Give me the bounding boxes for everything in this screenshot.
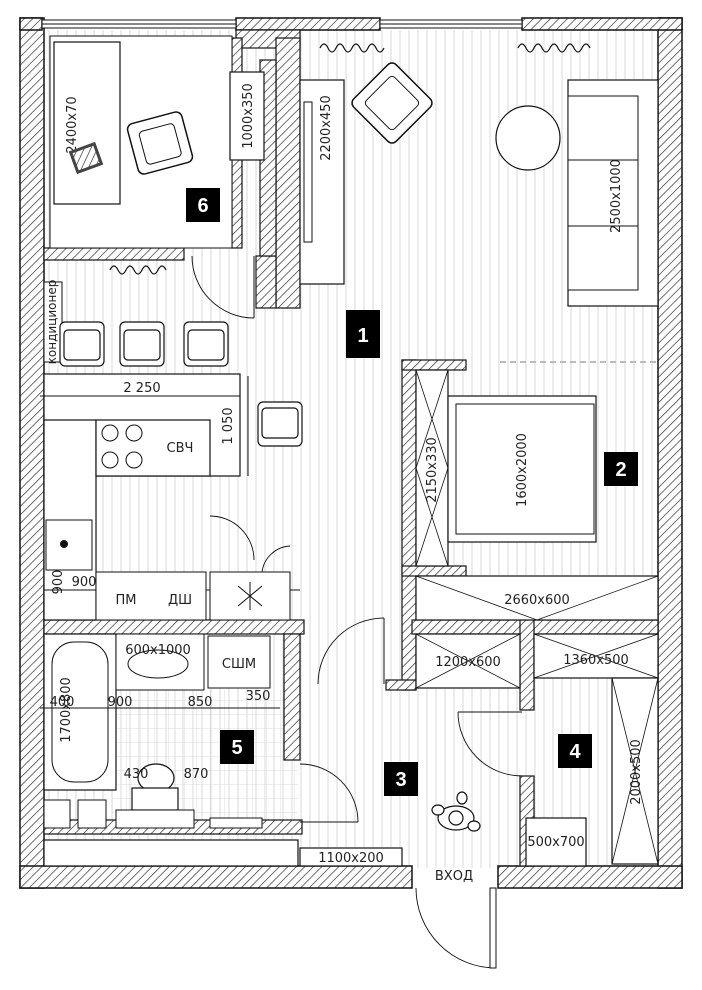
entrance-label: ВХОД	[435, 869, 473, 884]
dsh-label: ДШ	[168, 593, 192, 608]
office-wardrobe-label: 1000x350	[241, 83, 256, 149]
room-5-number: 5	[231, 737, 242, 759]
tv-unit: 2200x450	[299, 79, 345, 285]
room-6-number: 6	[197, 195, 208, 217]
bath-400-label: 400	[50, 695, 75, 710]
bath-430-label: 430	[124, 767, 149, 782]
bedroom-wardrobe-label: 2150x330	[425, 437, 440, 503]
office-chair	[126, 111, 194, 175]
room-1-number: 1	[357, 325, 368, 347]
bath-870-label: 870	[184, 767, 209, 782]
room-3-number: 3	[395, 769, 406, 791]
sink-900b-label: 900	[72, 575, 97, 590]
dishwasher-cabinet	[95, 571, 207, 621]
island-depth-label: 1 050	[221, 407, 236, 444]
bar-stools	[59, 321, 303, 447]
closet-small	[525, 817, 587, 867]
ac-label: кондиционер	[45, 280, 59, 365]
windows	[41, 19, 523, 29]
bed-label: 1600x2000	[515, 433, 530, 507]
microwave-label: СВЧ	[167, 441, 194, 456]
sink-900-label: 900	[51, 570, 66, 595]
office-room: 2400x70 1000x350 6	[49, 35, 265, 319]
closet-side-label: 2000x500	[629, 739, 644, 805]
washbasin-label: 600x1000	[125, 643, 191, 658]
room-1-badge	[346, 310, 380, 358]
entrance-door[interactable]: ВХОД	[412, 869, 497, 972]
room-2-badge	[604, 452, 638, 486]
room-4-number: 4	[569, 741, 581, 763]
coffee-table	[495, 105, 561, 171]
room-3-badge	[384, 762, 418, 796]
exterior-walls	[19, 17, 683, 889]
bathroom: 1700x800 600x1000 СШМ 400 900 850 350 5 …	[40, 633, 299, 867]
hallway: 1200x600 1360x500 2000x500 500x700 4 3 1…	[299, 633, 659, 867]
room-4-badge	[558, 734, 592, 768]
washer	[207, 635, 271, 689]
burners	[101, 424, 143, 469]
kitchen: кондиционер 2 250 1 050 СВЧ 900 900 ПМ	[40, 280, 303, 621]
pm-label: ПМ	[116, 593, 137, 608]
kitchen-sink	[45, 519, 93, 571]
bathtub-label: 1700x800	[59, 677, 74, 743]
toilet	[131, 763, 179, 811]
washer-label: СШМ	[222, 657, 256, 672]
tv-unit-label: 2200x450	[319, 95, 334, 161]
sofa: 2500x1000	[567, 79, 659, 307]
armchair	[351, 62, 433, 144]
room-2-number: 2	[615, 459, 626, 481]
person-icon	[431, 791, 481, 832]
bench	[299, 847, 403, 867]
sofa-label: 2500x1000	[609, 159, 624, 233]
desk-dim-label: 2400x70	[65, 96, 80, 153]
room-6-badge	[186, 188, 220, 222]
radiators	[109, 43, 591, 275]
closet-top-label: 1360x500	[563, 653, 629, 668]
bedroom-wardrobe	[415, 369, 449, 567]
bath-900-label: 900	[108, 695, 133, 710]
laptop-icon	[68, 141, 104, 175]
desk	[53, 41, 121, 205]
closet-small-label: 500x700	[527, 835, 584, 850]
room-5-badge	[220, 730, 254, 764]
kitchen-length-label: 2 250	[123, 381, 160, 396]
bedroom: 2150x330 1600x2000 2 2660x600	[415, 361, 659, 621]
hall-wardrobe-label: 1200x600	[435, 655, 501, 670]
bench-label: 1100x200	[318, 851, 384, 866]
bath-850-label: 850	[188, 695, 213, 710]
long-wardrobe-label: 2660x600	[504, 593, 570, 608]
office-wardrobe	[229, 71, 265, 161]
bath-350-label: 350	[246, 689, 271, 704]
